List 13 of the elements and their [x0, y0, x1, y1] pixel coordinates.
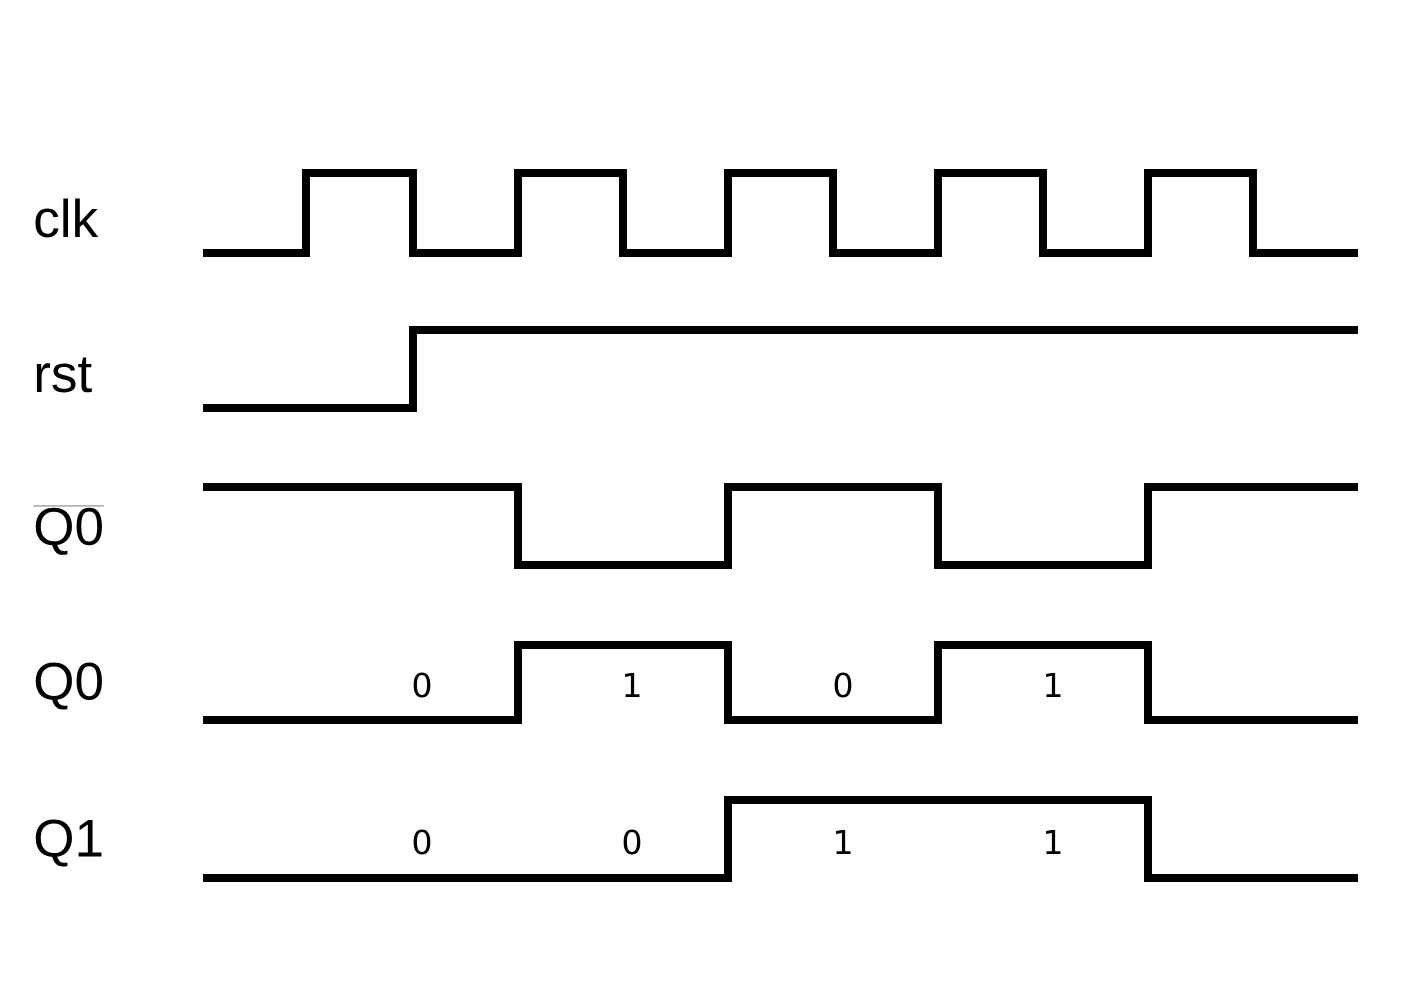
signal-name: Q0 — [32, 505, 105, 555]
signal-name: Q1 — [35, 819, 102, 867]
signal-name: rst — [36, 357, 92, 393]
bit-value: 0 — [413, 829, 431, 855]
bit-value: 1 — [1046, 829, 1061, 855]
bit-value: 1 — [836, 829, 851, 855]
signal-name: Q0 — [35, 662, 102, 710]
bit-value: 0 — [834, 672, 852, 698]
bit-value: 0 — [623, 829, 641, 855]
bit-value: 0 — [413, 672, 431, 698]
signal-name: clk — [35, 198, 99, 238]
bit-value: 1 — [1046, 672, 1061, 698]
bit-value: 1 — [625, 672, 640, 698]
